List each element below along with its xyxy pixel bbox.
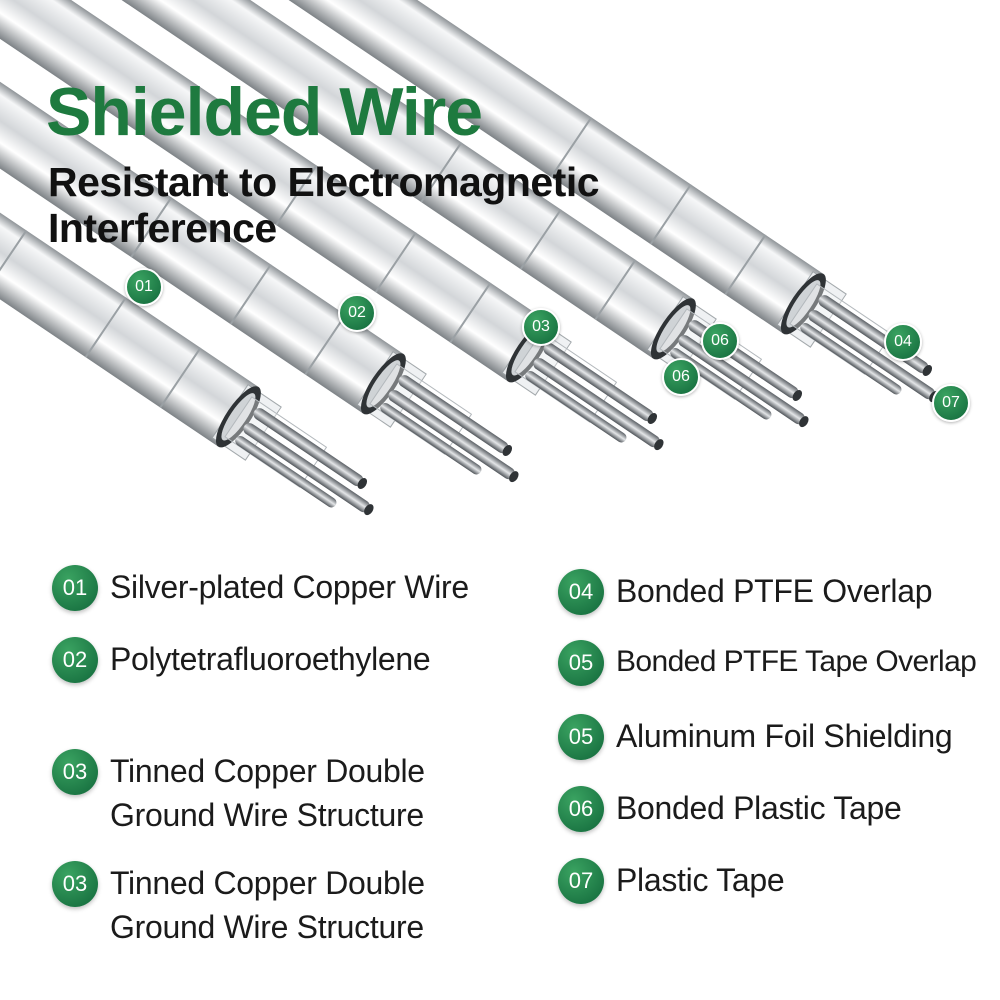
page-subtitle: Resistant to Electromagnetic Interferenc…	[48, 159, 600, 251]
legend-number-badge: 03	[52, 861, 98, 907]
legend-item: 05 Bonded PTFE Tape Overlap	[558, 640, 977, 686]
legend-item: 04 Bonded PTFE Overlap	[558, 569, 933, 615]
legend-number-badge: 02	[52, 637, 98, 683]
legend-label: Silver-plated Copper Wire	[110, 569, 469, 605]
cable-tag: 03	[522, 308, 560, 346]
legend-number-badge: 06	[558, 786, 604, 832]
cable-tag: 02	[338, 294, 376, 332]
legend-label: Polytetrafluoroethylene	[110, 641, 431, 677]
page-title: Shielded Wire	[46, 74, 483, 150]
legend-item: 01 Silver-plated Copper Wire	[52, 565, 469, 611]
legend-label: Bonded PTFE Overlap	[616, 573, 933, 609]
legend-label: Bonded Plastic Tape	[616, 790, 902, 826]
legend-number-badge: 03	[52, 749, 98, 795]
cable-tag: 06	[662, 358, 700, 396]
legend-number-badge: 07	[558, 858, 604, 904]
cable-tag: 06	[701, 322, 739, 360]
legend-item: 03 Tinned Copper Double Ground Wire Stru…	[52, 861, 425, 949]
shielded-cables-illustration	[0, 0, 961, 540]
legend-label: Bonded PTFE Tape Overlap	[616, 645, 977, 678]
legend-number-badge: 04	[558, 569, 604, 615]
legend-number-badge: 01	[52, 565, 98, 611]
legend-label: Plastic Tape	[616, 862, 785, 898]
legend-item: 03 Tinned Copper Double Ground Wire Stru…	[52, 749, 425, 837]
legend-item: 02 Polytetrafluoroethylene	[52, 637, 431, 683]
legend-number-badge: 05	[558, 640, 604, 686]
legend-item: 06 Bonded Plastic Tape	[558, 786, 902, 832]
cable-tag: 07	[932, 384, 970, 422]
legend-label: Tinned Copper Double Ground Wire Structu…	[110, 753, 425, 833]
cable-tag: 01	[125, 268, 163, 306]
legend-number-badge: 05	[558, 714, 604, 760]
legend-label: Aluminum Foil Shielding	[616, 718, 953, 754]
cable-tag: 04	[884, 323, 922, 361]
legend-label: Tinned Copper Double Ground Wire Structu…	[110, 865, 425, 945]
legend-item: 07 Plastic Tape	[558, 858, 785, 904]
legend-item: 05 Aluminum Foil Shielding	[558, 714, 953, 760]
